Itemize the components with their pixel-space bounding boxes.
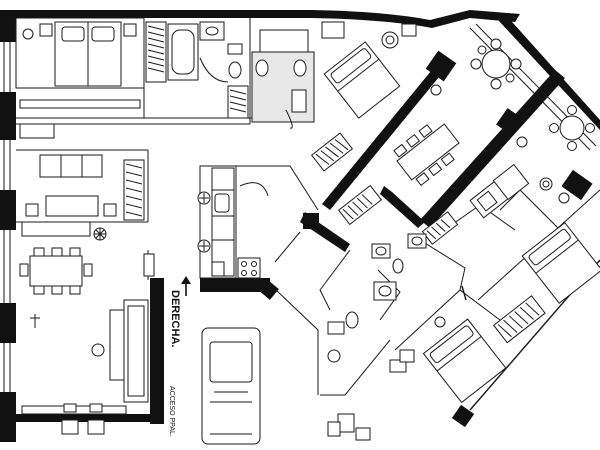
kitchen-counter [211, 167, 235, 277]
wall-diagonal-1 [322, 60, 448, 210]
wall-diagonal-2 [420, 70, 565, 228]
second-bath [251, 29, 315, 129]
desk [19, 99, 141, 109]
wall-left-column-2 [0, 92, 16, 140]
middle-baths [327, 233, 427, 373]
bedroom-3-wardrobe [492, 295, 546, 344]
round-table-1 [470, 38, 522, 90]
kitchen-outline [199, 165, 237, 279]
dining-2 [393, 123, 460, 187]
toilet-3 [392, 258, 404, 274]
master-bedroom [19, 21, 249, 139]
wall-left-column-1 [0, 10, 16, 42]
toilet-2 [255, 59, 269, 77]
wall-left-column-3 [0, 190, 16, 230]
pier-6 [259, 280, 279, 300]
wall-right-diagonal [498, 14, 600, 130]
wall-kitchen-bottom [200, 278, 270, 292]
master-bath [167, 21, 243, 83]
nightstand-left [39, 23, 53, 37]
bedroom-4 [422, 318, 507, 404]
shower [259, 29, 309, 53]
label-right-side: DERECHA. [169, 290, 181, 347]
entry-area [201, 327, 261, 445]
nightstand-right [123, 23, 137, 37]
living-room [21, 154, 145, 241]
side-lamp-icon [91, 343, 105, 357]
pier-5 [451, 404, 475, 428]
wall-diagonal-4 [380, 186, 425, 228]
cooktop [237, 257, 261, 279]
bedroom-3 [521, 221, 600, 304]
dining-area [19, 247, 155, 295]
label-main-access: ACCESO PPAL. [168, 386, 175, 437]
sofa-upper [39, 154, 103, 178]
round-table-2 [549, 105, 595, 151]
kitchen [197, 167, 261, 279]
wall-bottom [16, 414, 150, 422]
wall-left-column-4 [0, 303, 16, 343]
bedroom-2 [323, 41, 401, 119]
bedroom-2-extras [310, 21, 442, 172]
coffee-table [45, 195, 99, 217]
pier-4 [303, 213, 319, 229]
toilet [227, 43, 243, 55]
dining-table [29, 255, 83, 287]
arrow-up-icon [181, 276, 191, 296]
study [337, 136, 570, 245]
lounge [21, 299, 149, 435]
pier-2 [496, 108, 524, 136]
wall-access [150, 278, 164, 424]
walls [0, 10, 600, 442]
pier-3 [561, 169, 593, 201]
bedroom-4-extras [327, 316, 446, 441]
bed-3 [521, 221, 600, 304]
wall-left-column-5 [0, 392, 16, 442]
bed-4 [422, 318, 507, 404]
pier-1 [425, 50, 457, 82]
wall-top [2, 10, 520, 28]
bed-2 [323, 41, 401, 119]
lamp-icon [22, 28, 34, 40]
